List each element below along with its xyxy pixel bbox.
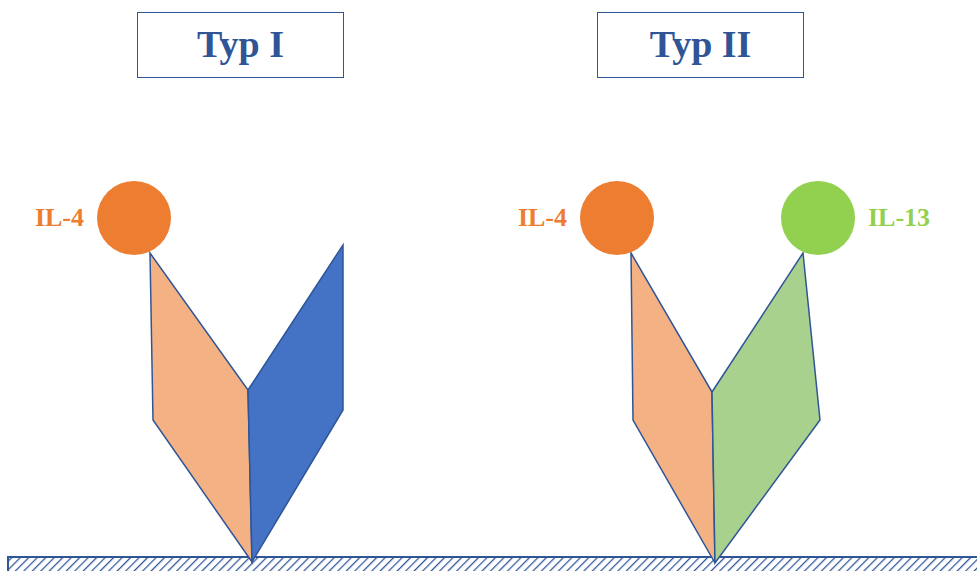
type-heading: Typ I xyxy=(197,24,284,66)
cytokine-disc xyxy=(780,180,856,256)
cytokine-label: IL-13 xyxy=(868,204,930,233)
cytokine-disc xyxy=(96,180,172,256)
il4-receptor-alpha xyxy=(631,253,715,563)
cytokine-label: IL-4 xyxy=(35,204,84,233)
cytokine-label: IL-4 xyxy=(518,204,567,233)
cytokine-disc xyxy=(579,180,655,256)
cell-membrane xyxy=(8,557,977,571)
il13-receptor-alpha xyxy=(712,253,820,563)
type-box: Typ II xyxy=(597,12,804,78)
cytokine-circle: IL-4 xyxy=(518,180,655,256)
il4-receptor-alpha xyxy=(150,253,252,562)
type-heading: Typ II xyxy=(650,24,752,66)
type-box: Typ I xyxy=(137,12,344,78)
common-gamma-chain xyxy=(248,245,343,562)
cytokine-circle: IL-13 xyxy=(780,180,930,256)
cytokine-circle: IL-4 xyxy=(35,180,172,256)
